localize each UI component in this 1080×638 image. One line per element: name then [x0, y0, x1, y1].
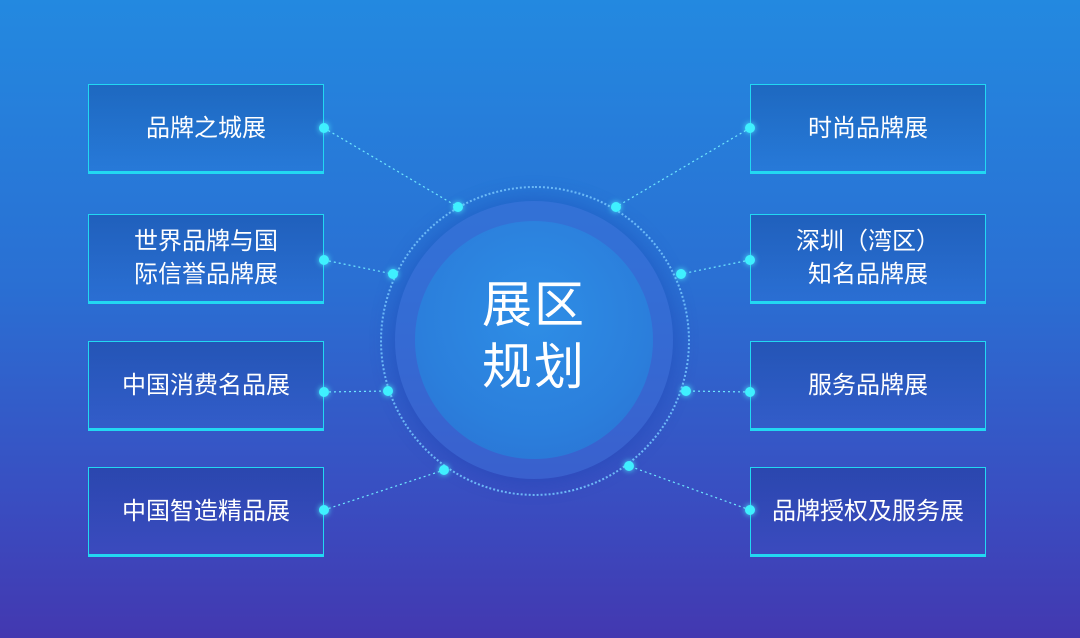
zone-label-left-4: 中国智造精品展 — [122, 496, 290, 525]
connector-dot-right-2-outer — [745, 255, 755, 265]
connector-dot-right-4-inner — [624, 461, 634, 471]
connector-dot-right-4-outer — [745, 505, 755, 515]
zone-label-left-3: 中国消费名品展 — [122, 370, 290, 399]
zone-label-right-1: 时尚品牌展 — [808, 113, 928, 142]
connector-dot-left-2-inner — [388, 269, 398, 279]
zone-label-left-2: 世界品牌与国 际信誉品牌展 — [134, 227, 278, 288]
hub-title-line-1: 展区 — [482, 276, 586, 334]
connector-left-2 — [323, 259, 394, 275]
connector-dot-right-3-outer — [745, 387, 755, 397]
connector-right-3 — [685, 390, 751, 393]
zone-card-right-4: 品牌授权及服务展 — [750, 467, 986, 557]
zone-card-right-3: 服务品牌展 — [750, 341, 986, 431]
connector-right-2 — [680, 259, 751, 275]
zone-card-right-1: 时尚品牌展 — [750, 84, 986, 174]
connector-right-4 — [628, 465, 751, 511]
hub-title: 展区 规划 — [415, 274, 653, 398]
zone-card-left-2: 世界品牌与国 际信誉品牌展 — [88, 214, 324, 304]
connector-dot-right-1-inner — [611, 202, 621, 212]
connector-dot-left-2-outer — [319, 255, 329, 265]
connector-dot-right-3-inner — [681, 386, 691, 396]
zone-card-left-1: 品牌之城展 — [88, 84, 324, 174]
connector-right-1 — [615, 127, 751, 208]
connector-dot-right-1-outer — [745, 123, 755, 133]
connector-dot-left-4-outer — [319, 505, 329, 515]
zone-card-right-2: 深圳（湾区） 知名品牌展 — [750, 214, 986, 304]
connector-dot-left-4-inner — [439, 465, 449, 475]
zone-card-left-4: 中国智造精品展 — [88, 467, 324, 557]
zone-label-right-2: 深圳（湾区） 知名品牌展 — [796, 227, 940, 288]
connector-dot-left-3-outer — [319, 387, 329, 397]
connector-dot-left-1-outer — [319, 123, 329, 133]
connector-left-4 — [323, 469, 445, 511]
connector-dot-right-2-inner — [676, 269, 686, 279]
hub-title-line-2: 规划 — [482, 338, 586, 396]
connector-left-3 — [323, 390, 389, 393]
connector-left-1 — [323, 127, 459, 208]
hub-circle: 展区 规划 — [380, 186, 690, 496]
hub-inner-disc — [415, 221, 653, 459]
connector-dot-left-3-inner — [383, 386, 393, 396]
zone-card-left-3: 中国消费名品展 — [88, 341, 324, 431]
connector-dot-left-1-inner — [453, 202, 463, 212]
zone-label-right-4: 品牌授权及服务展 — [772, 496, 964, 525]
hub-dotted-ring — [380, 186, 690, 496]
zone-label-left-1: 品牌之城展 — [146, 113, 266, 142]
zone-label-right-3: 服务品牌展 — [808, 370, 928, 399]
